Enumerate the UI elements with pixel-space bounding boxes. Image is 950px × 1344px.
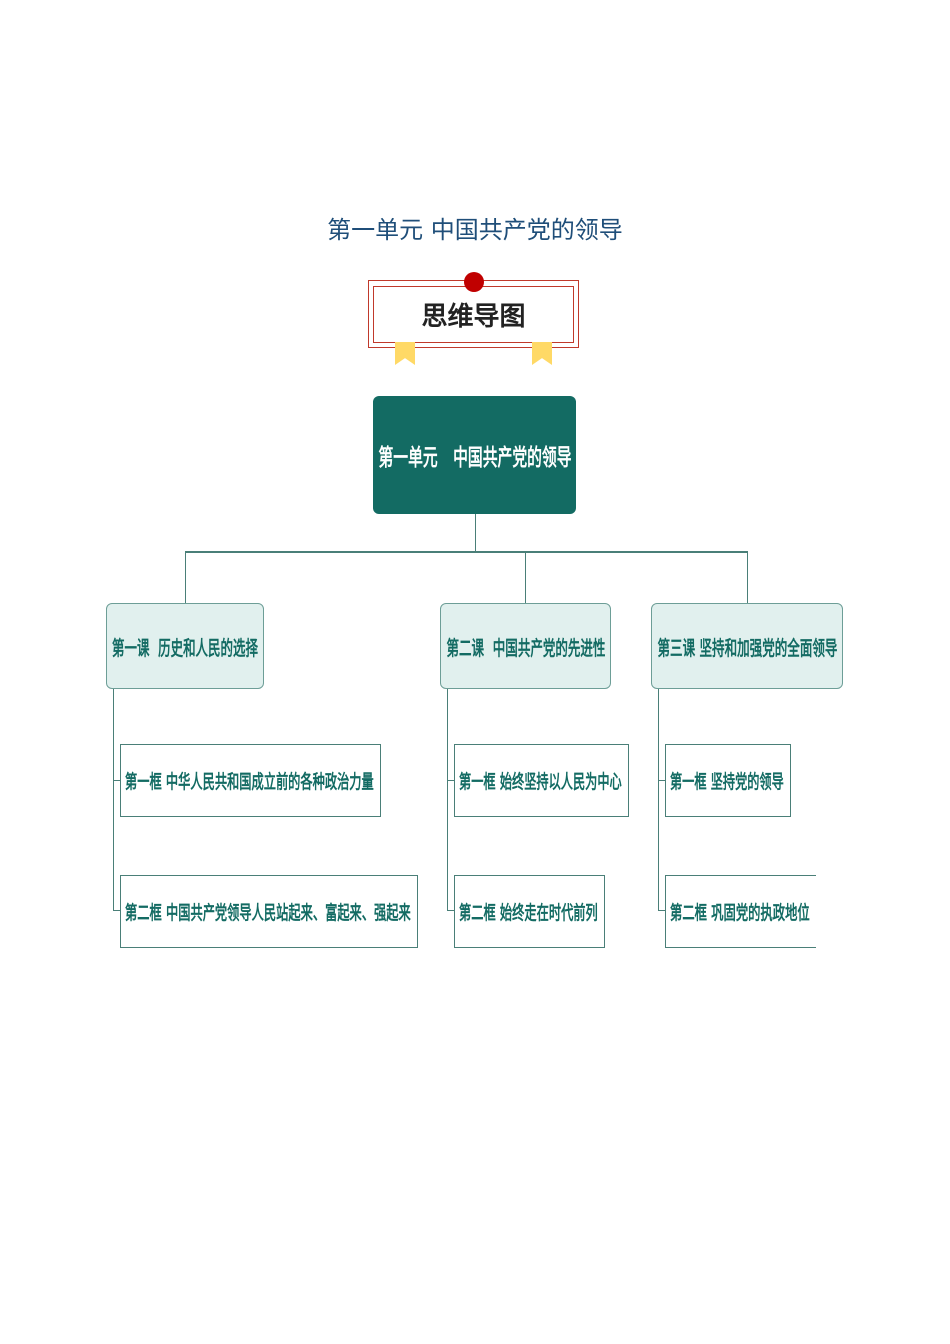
frame-label: 第一框 始终坚持以人民为中心: [459, 771, 622, 793]
frame-node: 第二框 中国共产党领导人民站起来、富起来、强起来: [120, 875, 418, 948]
connector: [447, 910, 454, 911]
page-title: 第一单元 中国共产党的领导: [327, 216, 623, 244]
frame-label: 第二框 巩固党的执政地位: [670, 902, 810, 924]
connector: [113, 910, 120, 911]
lesson-node: 第一课 历史和人民的选择: [106, 603, 264, 689]
badge-dot-icon: [464, 272, 484, 292]
connector: [475, 514, 476, 552]
connector: [113, 689, 114, 911]
connector: [525, 552, 526, 603]
lesson-node: 第二课 中国共产党的先进性: [440, 603, 611, 689]
frame-label: 第二框 始终走在时代前列: [459, 902, 598, 924]
connector: [113, 780, 120, 781]
ribbon-icon: [395, 342, 415, 365]
connector: [447, 780, 454, 781]
mindmap-badge: 思维导图: [373, 286, 574, 343]
frame-node: 第二框 始终走在时代前列: [454, 875, 605, 948]
lesson-node: 第三课 坚持和加强党的全面领导: [651, 603, 843, 689]
frame-node: 第一框 中华人民共和国成立前的各种政治力量: [120, 744, 381, 817]
connector: [658, 689, 659, 911]
connector: [185, 552, 186, 603]
lesson-label: 第三课 坚持和加强党的全面领导: [657, 635, 837, 660]
frame-label: 第一框 坚持党的领导: [670, 771, 784, 793]
connector: [185, 551, 748, 553]
connector: [658, 780, 665, 781]
frame-node: 第一框 坚持党的领导: [665, 744, 791, 817]
frame-label: 第一框 中华人民共和国成立前的各种政治力量: [125, 771, 374, 793]
frame-label: 第二框 中国共产党领导人民站起来、富起来、强起来: [125, 902, 411, 924]
frame-node: 第一框 始终坚持以人民为中心: [454, 744, 629, 817]
connector: [658, 910, 665, 911]
connector: [747, 552, 748, 603]
frame-node: 第二框 巩固党的执政地位: [665, 875, 816, 948]
lesson-label: 第二课 中国共产党的先进性: [446, 635, 605, 660]
connector: [447, 689, 448, 911]
ribbon-icon: [532, 342, 552, 365]
lesson-label: 第一课 历史和人民的选择: [112, 635, 258, 660]
root-node-label: 第一单元 中国共产党的领导: [378, 445, 572, 471]
root-node: 第一单元 中国共产党的领导: [373, 396, 576, 514]
